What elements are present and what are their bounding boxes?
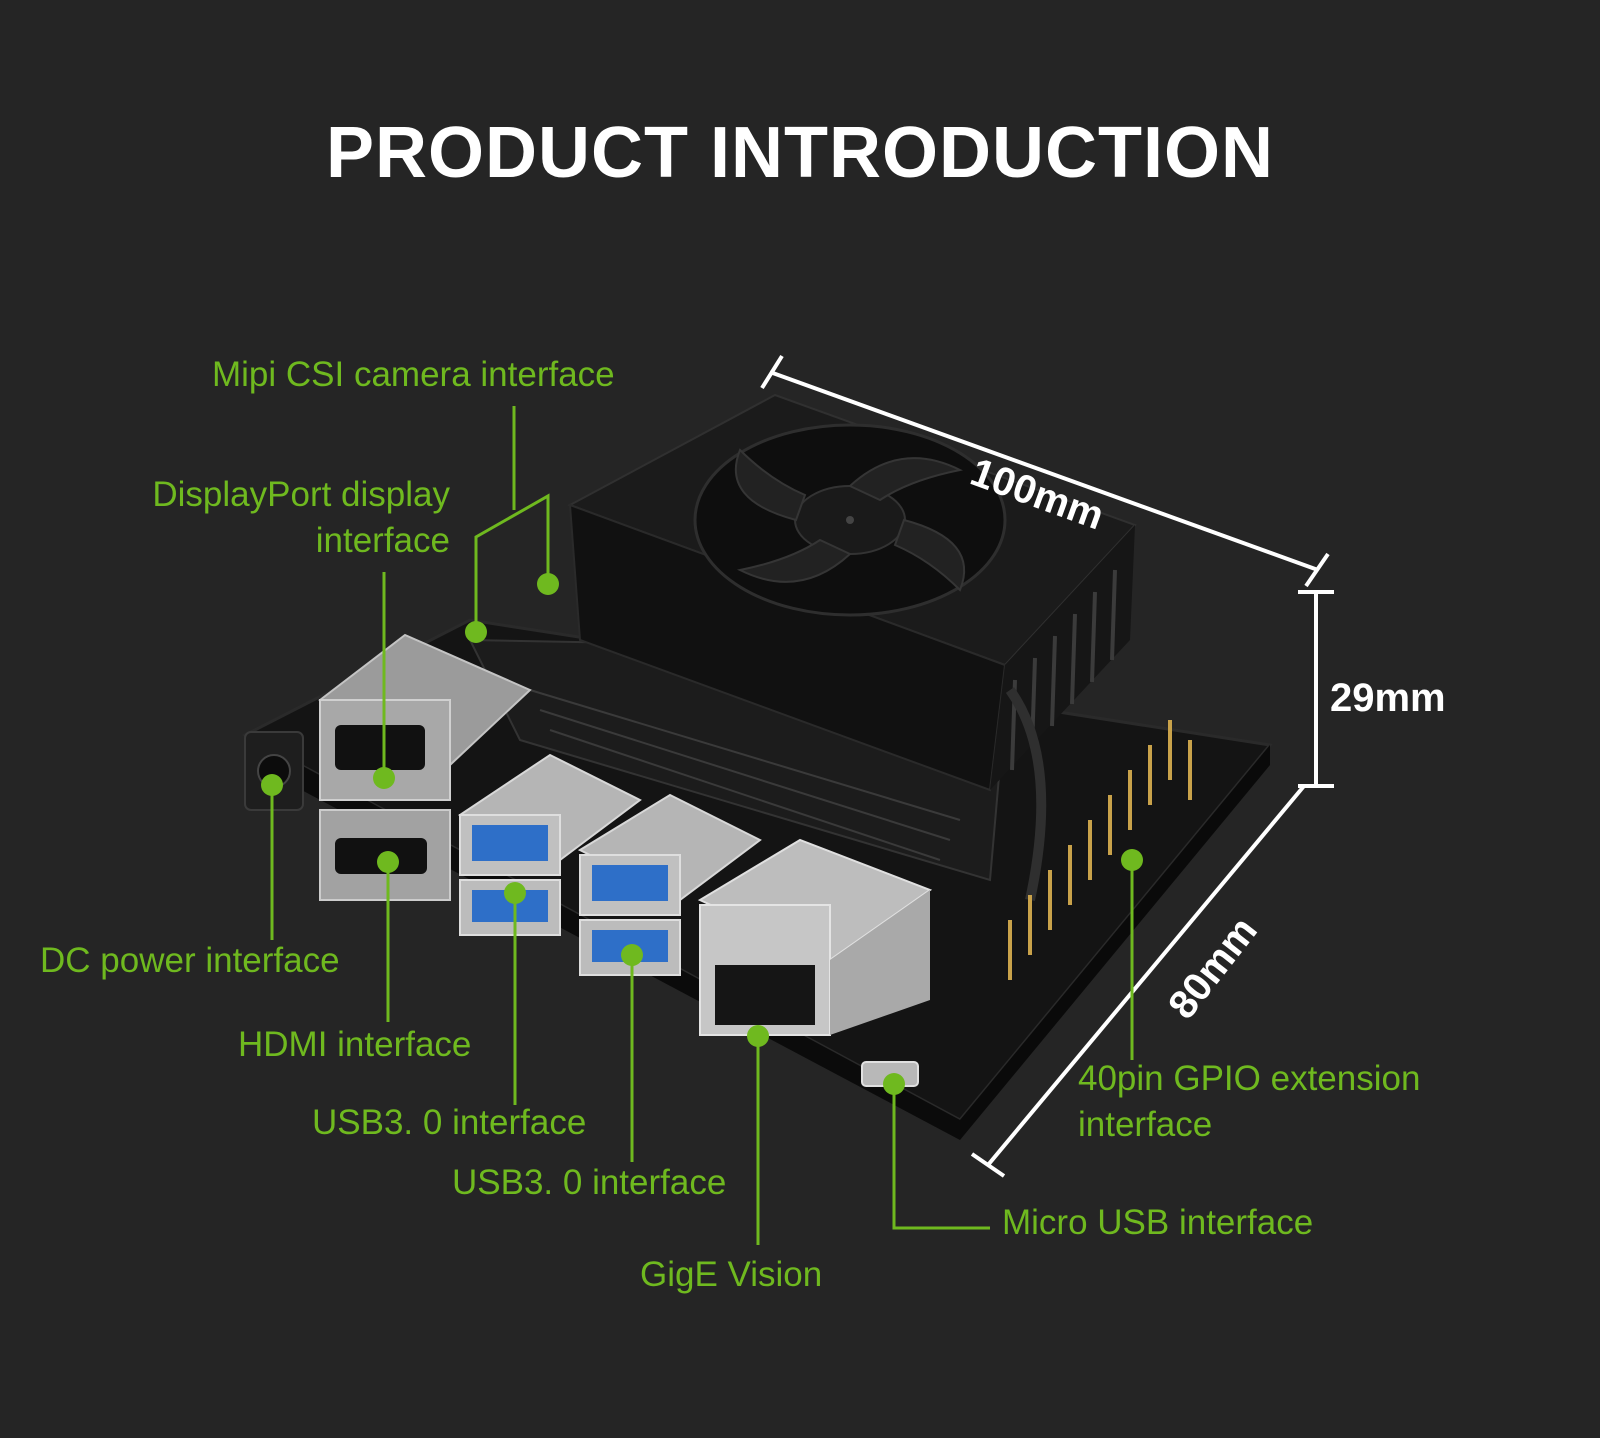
label-usb-1: USB3. 0 interface [312, 1103, 587, 1142]
heatsink-fins [1010, 569, 1117, 771]
label-gpio-line1: 40pin GPIO extension [1078, 1059, 1421, 1098]
label-usb-2: USB3. 0 interface [452, 1163, 727, 1202]
title: PRODUCT INTRODUCTION [326, 113, 1274, 193]
dot-mipi [537, 573, 559, 595]
dot-displayport [465, 621, 487, 643]
label-displayport-line1: DisplayPort display [152, 475, 450, 514]
dot-usb2 [621, 944, 643, 966]
dot-hdmi [377, 851, 399, 873]
callout-dots [261, 573, 1143, 1095]
dot-usb1 [504, 882, 526, 904]
label-gpio-line2: interface [1078, 1105, 1213, 1144]
label-mipi-csi: Mipi CSI camera interface [212, 355, 615, 394]
dot-microusb [883, 1073, 905, 1095]
dimension-lines [760, 354, 1334, 1178]
fan-blades [734, 448, 966, 592]
dot-gpio [1121, 849, 1143, 871]
label-hdmi: HDMI interface [238, 1025, 472, 1064]
dot-gige [747, 1025, 769, 1047]
fan-cable [1005, 687, 1047, 902]
slot-pins [529, 689, 961, 861]
board-edge-right [960, 745, 1270, 1140]
dot-dp-port [373, 767, 395, 789]
ethernet-port [697, 838, 933, 1036]
fan-center [846, 516, 854, 524]
label-micro-usb: Micro USB interface [1002, 1203, 1314, 1242]
label-dc-power: DC power interface [40, 941, 340, 980]
dimension-height: 29mm [1330, 676, 1446, 720]
usb-stack-2 [577, 793, 762, 976]
callout-lines [270, 406, 1134, 1245]
label-gige-vision: GigE Vision [640, 1255, 823, 1294]
gpio-header [1008, 720, 1192, 980]
dot-dc [261, 774, 283, 796]
label-displayport-line2: interface [315, 521, 450, 560]
usb-stack-1 [457, 753, 642, 936]
